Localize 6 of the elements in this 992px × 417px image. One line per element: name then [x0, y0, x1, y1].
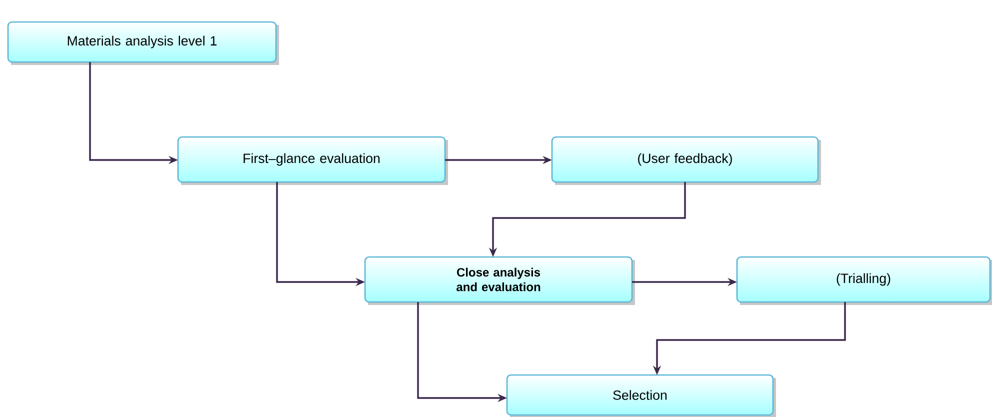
process-box: Selection	[506, 374, 776, 417]
process-box: (User feedback)	[551, 136, 821, 185]
process-box: (Trialling)	[736, 256, 992, 305]
process-box: Materials analysis level 1	[7, 21, 280, 65]
process-box: Close analysis and evaluation	[364, 256, 635, 305]
process-box: First–glance evaluation	[177, 136, 448, 185]
